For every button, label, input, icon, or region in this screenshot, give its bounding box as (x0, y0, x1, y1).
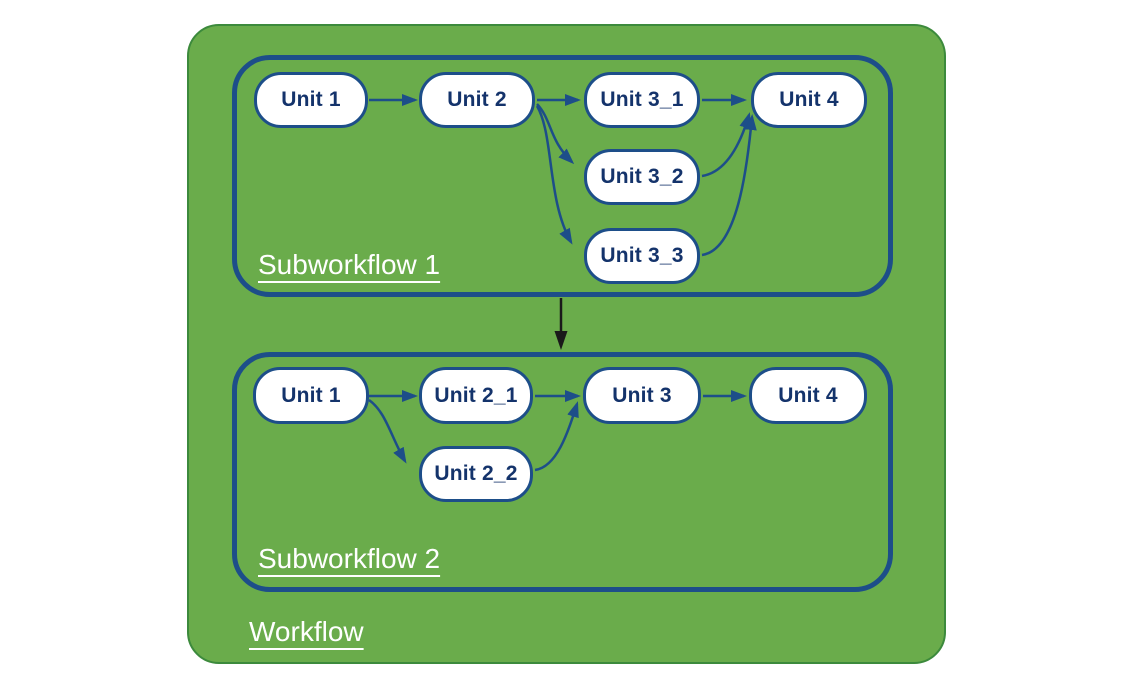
node-sw1-unit-3-1: Unit 3_1 (584, 72, 700, 128)
node-sw1-unit-3-2: Unit 3_2 (584, 149, 700, 205)
subworkflow-2-label: Subworkflow 2 (258, 543, 441, 574)
subworkflow-1-label: Subworkflow 1 (258, 249, 441, 280)
subworkflow-1-container (232, 55, 893, 297)
node-sw1-unit-3-3: Unit 3_3 (584, 228, 700, 284)
node-sw2-unit-2-1: Unit 2_1 (419, 367, 533, 424)
subworkflow-2-container (232, 352, 893, 592)
node-sw1-unit-2: Unit 2 (419, 72, 535, 128)
node-sw1-unit-1: Unit 1 (254, 72, 368, 128)
node-sw2-unit-3: Unit 3 (583, 367, 701, 424)
workflow-label: Workflow (249, 616, 364, 647)
node-sw1-unit-4: Unit 4 (751, 72, 867, 128)
node-sw2-unit-1: Unit 1 (253, 367, 369, 424)
node-sw2-unit-2-2: Unit 2_2 (419, 446, 533, 502)
node-sw2-unit-4: Unit 4 (749, 367, 867, 424)
